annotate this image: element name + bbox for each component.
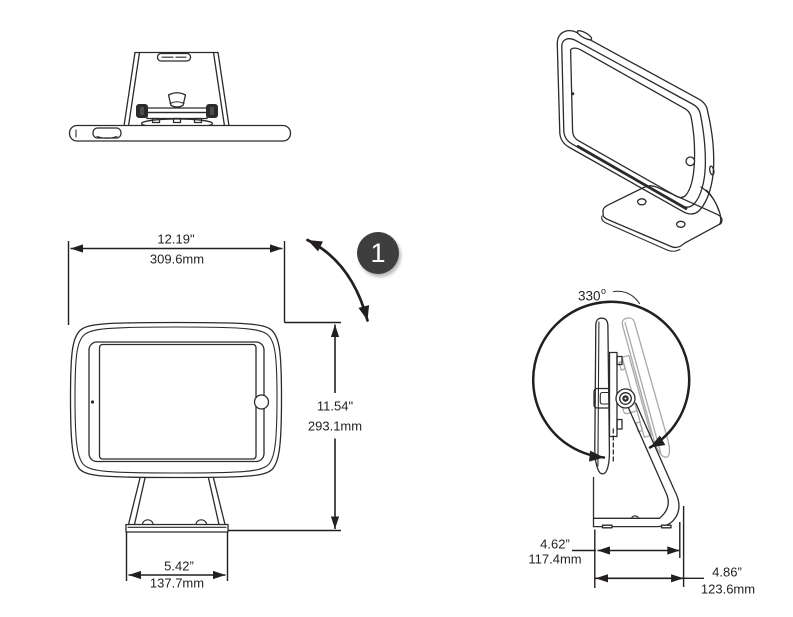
perspective-view-drawing bbox=[556, 29, 723, 252]
base-plate-perspective bbox=[602, 185, 723, 249]
front-width-inches-label: 12.19" bbox=[157, 231, 195, 247]
home-button-opening bbox=[253, 394, 270, 410]
foot-pad bbox=[660, 524, 672, 529]
edge-slot bbox=[708, 165, 715, 176]
tilted-tablet-ghost bbox=[618, 317, 671, 458]
tablet-side-profile bbox=[594, 317, 611, 475]
tilt-arrow bbox=[306, 238, 370, 322]
top-view-drawing bbox=[68, 51, 292, 142]
front-height-mm-label: 293.1mm bbox=[307, 418, 363, 434]
cable-slot bbox=[156, 52, 192, 62]
base-width-inches-label: 5.42” bbox=[164, 558, 194, 574]
cable-hook bbox=[167, 92, 187, 108]
footprint-mm-label: 123.6mm bbox=[700, 581, 756, 597]
screen-perspective bbox=[569, 47, 696, 199]
tablet-bottom-edge bbox=[576, 145, 688, 210]
rotation-arc bbox=[531, 300, 691, 462]
base-plate bbox=[125, 523, 229, 533]
pedestal-neck bbox=[127, 477, 226, 526]
hinge-knob-right bbox=[206, 104, 218, 118]
rotation-angle-label: 330o bbox=[578, 286, 607, 304]
hinge-axle bbox=[146, 107, 208, 114]
camera-opening-perspective bbox=[571, 92, 575, 96]
base-screw-hole bbox=[636, 198, 647, 206]
callout-1-badge: 1 bbox=[357, 232, 399, 274]
base-screw-hole bbox=[675, 220, 686, 228]
hook-clip bbox=[593, 387, 609, 409]
front-height-inches-label: 11.54" bbox=[316, 398, 354, 414]
callout-number: 1 bbox=[370, 237, 386, 268]
power-button bbox=[576, 30, 593, 41]
degree-symbol: o bbox=[601, 286, 607, 296]
stand-foot bbox=[700, 186, 722, 225]
rotation-angle-value: 330 bbox=[578, 288, 601, 304]
base-depth-mm-label: 117.4mm bbox=[528, 551, 582, 567]
front-width-mm-label: 309.6mm bbox=[149, 251, 205, 267]
camera-opening bbox=[90, 400, 95, 404]
tablet-edge bbox=[68, 124, 292, 142]
base-width-mm-label: 137.7mm bbox=[149, 575, 205, 591]
front-view-dimensions bbox=[67, 241, 341, 581]
rotation-label-leader bbox=[612, 290, 641, 305]
stand-leg bbox=[592, 406, 669, 519]
tablet-silhouette bbox=[556, 29, 715, 215]
faceplate bbox=[88, 341, 265, 463]
screen bbox=[98, 343, 257, 460]
foot-pad bbox=[601, 524, 613, 529]
footprint-inches-label: 4.86” bbox=[712, 564, 742, 580]
side-view-dimensions bbox=[572, 506, 704, 588]
enclosure-outline bbox=[69, 321, 283, 479]
side-view-drawing bbox=[531, 290, 691, 529]
home-button-perspective bbox=[685, 156, 696, 167]
base-depth-inches-label: 4.62” bbox=[540, 536, 570, 552]
front-view-drawing bbox=[69, 321, 283, 533]
hinge-knob-left bbox=[136, 104, 148, 118]
mount-plate bbox=[608, 351, 618, 438]
